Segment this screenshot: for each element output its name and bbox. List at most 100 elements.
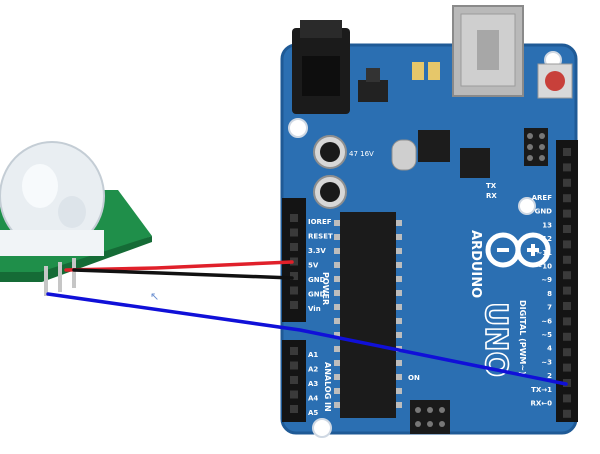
chip-pin [334,402,340,408]
mount-hole [288,118,308,138]
header-hole [290,376,298,384]
digital-pin-label: ~9 [541,276,552,284]
header-hole [563,148,571,156]
header-hole [290,390,298,399]
digital-pin-label: ~10 [536,263,552,271]
chip-pin [396,360,402,366]
tx-led-label: TX [486,182,497,190]
power-pin-label: GND [308,291,326,299]
digital-pin-label: ~11 [536,249,552,257]
arduino-logo [485,232,551,268]
digital-pin-label: TX→1 [531,386,552,394]
chip-pin [334,346,340,352]
digital-pin-label: GND [535,208,553,216]
header-hole [290,361,298,370]
analog-pin-label: A1 [308,351,318,359]
icsp-header-bottom [410,400,450,434]
arduino-wordmark: ARDUINO [468,230,483,298]
power-pin-label: IOREF [308,218,332,226]
icsp-header-top [524,128,548,166]
header-hole [290,243,298,251]
header-hole [290,257,298,266]
power-pin-label: GND [308,276,326,284]
chip-pin [334,248,340,254]
digital-label: DIGITAL (PWM~) [518,300,527,375]
atmega-microcontroller [334,212,402,418]
chip-pin [396,220,402,226]
chip-pin [334,234,340,240]
header-hole [563,255,571,264]
capacitor [313,135,347,169]
analog-pin-label: A5 [308,409,318,417]
power-pin-label: Vin [308,305,321,313]
uno-wordmark: UNO [478,302,513,377]
chip-pin [334,262,340,268]
sensor-pin [58,262,62,292]
header-hole [563,178,571,187]
header-hole [563,394,571,403]
lens-base [0,230,104,256]
capacitor-label: 47 16V [349,150,374,158]
digital-pin-label: AREF [532,194,553,202]
header-hole [563,348,571,357]
arduino-board: 47 16V [280,5,578,438]
power-label: POWER [321,272,330,305]
chip-pin [334,318,340,324]
rx-led-label: RX [486,192,497,200]
header-hole [290,272,298,280]
sensor-pin [72,258,76,288]
chip-pin [396,304,402,310]
power-pin-label: RESET [308,233,333,241]
chip-pin [396,318,402,324]
on-led-label: ON [408,374,420,382]
analog-pin-label: A4 [308,395,318,403]
dc-power-jack [292,20,350,114]
header-hole [563,332,571,341]
usb-b-connector [452,5,524,97]
header-hole [563,209,571,218]
header-hole [290,286,298,295]
chip-pin [396,262,402,268]
digital-pin-label: 4 [547,345,552,353]
chip-pin [396,276,402,282]
wire-out [46,292,568,386]
chip-pin [396,402,402,408]
chip-pin [396,388,402,394]
header-hole [563,240,571,249]
chip-pin [334,290,340,296]
header-hole [290,405,298,413]
header-hole [563,409,571,418]
chip-pin [334,374,340,380]
header-hole [563,363,571,372]
chip-pin [334,276,340,282]
chip-pin [334,220,340,226]
chip-pin [396,290,402,296]
chip-pin [334,388,340,394]
analog-in-label: ANALOG IN [323,362,332,412]
digital-pin-label: ~6 [541,317,552,325]
voltage-regulator [358,80,388,102]
wire-5v [64,260,294,272]
chip-pin [396,248,402,254]
mount-hole [312,418,332,438]
header-hole [563,194,571,203]
crystal [391,139,417,171]
mouse-cursor: ↖ [150,290,159,303]
connection-wires [46,260,568,386]
header-hole [563,286,571,295]
header-hole [290,347,298,355]
analog-pin-label: A3 [308,380,318,388]
chip-pin [334,304,340,310]
power-pin-label: 3.3V [308,247,326,255]
digital-pin-label: RX←0 [530,400,552,408]
header-hole [563,302,571,310]
chip-pin [396,374,402,380]
reset-button [537,63,573,99]
digital-pin-label: 7 [547,304,552,312]
chip-pin [396,234,402,240]
header-hole [563,317,571,326]
